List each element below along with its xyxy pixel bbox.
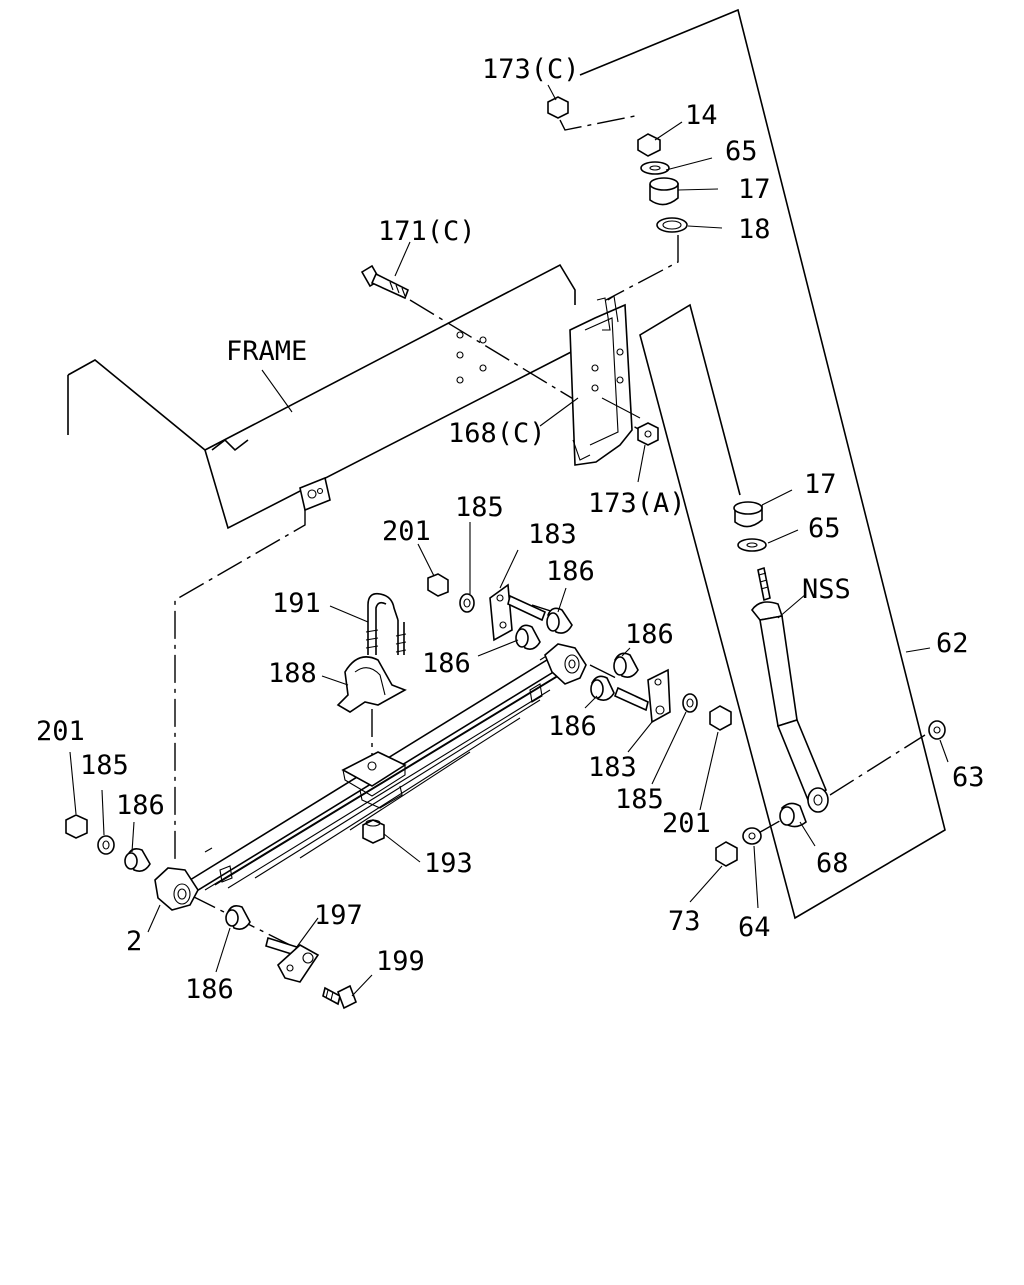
nut-173a (637, 422, 659, 446)
leader-lines (69, 84, 949, 997)
top-mount-stack (547, 96, 688, 233)
label-73: 73 (668, 906, 701, 937)
label-199: 199 (376, 946, 425, 977)
shackle-set-upper (427, 573, 573, 650)
label-14: 14 (685, 100, 718, 131)
label-186-front: 186 (116, 790, 165, 821)
label-17-lower: 17 (804, 469, 837, 500)
label-186-right: 186 (548, 711, 597, 742)
label-186-bottom: 186 (185, 974, 234, 1005)
label-201-front: 201 (36, 716, 85, 747)
leaf-spring (154, 643, 587, 911)
label-185-right: 185 (615, 784, 664, 815)
label-185-upper: 185 (455, 492, 504, 523)
label-171c: 171(C) (378, 216, 476, 247)
spring-seat-188 (336, 656, 407, 713)
front-eye-hardware (65, 814, 151, 872)
label-197: 197 (314, 900, 363, 931)
frame-rail (67, 263, 576, 530)
label-65-top: 65 (725, 136, 758, 167)
label-168c: 168(C) (448, 418, 546, 449)
label-18: 18 (738, 214, 771, 245)
label-186-right-top: 186 (625, 619, 674, 650)
part-labels: FRAME NSS 173(C) 14 65 17 18 171(C) 168(… (36, 54, 985, 1005)
label-183-right: 183 (588, 752, 637, 783)
shackle-bracket (569, 295, 641, 466)
label-65-lower: 65 (808, 513, 841, 544)
label-186-mid: 186 (422, 648, 471, 679)
label-2: 2 (126, 926, 142, 957)
label-68: 68 (816, 848, 849, 879)
label-191: 191 (272, 588, 321, 619)
label-173a: 173(A) (588, 488, 686, 519)
label-186-upper: 186 (546, 556, 595, 587)
label-frame: FRAME (226, 336, 307, 367)
bolt-171 (360, 264, 410, 300)
label-183-upper: 183 (528, 519, 577, 550)
label-64: 64 (738, 912, 771, 943)
shock-group-outline (579, 8, 946, 920)
u-bolt-191 (365, 592, 407, 655)
label-nss: NSS (802, 574, 851, 605)
label-62: 62 (936, 628, 969, 659)
shock-absorber (751, 566, 829, 813)
label-193: 193 (424, 848, 473, 879)
shock-lower-hardware (715, 720, 946, 867)
label-17-top: 17 (738, 174, 771, 205)
lower-mount-stack (733, 501, 767, 552)
label-201-upper: 201 (382, 516, 431, 547)
label-188: 188 (268, 658, 317, 689)
spring-pin-set (225, 905, 358, 1010)
label-201-right: 201 (662, 808, 711, 839)
label-63: 63 (952, 762, 985, 793)
label-173c: 173(C) (482, 54, 580, 85)
label-185-front: 185 (80, 750, 129, 781)
nut-193 (362, 819, 385, 844)
shackle-set-right (590, 652, 732, 731)
